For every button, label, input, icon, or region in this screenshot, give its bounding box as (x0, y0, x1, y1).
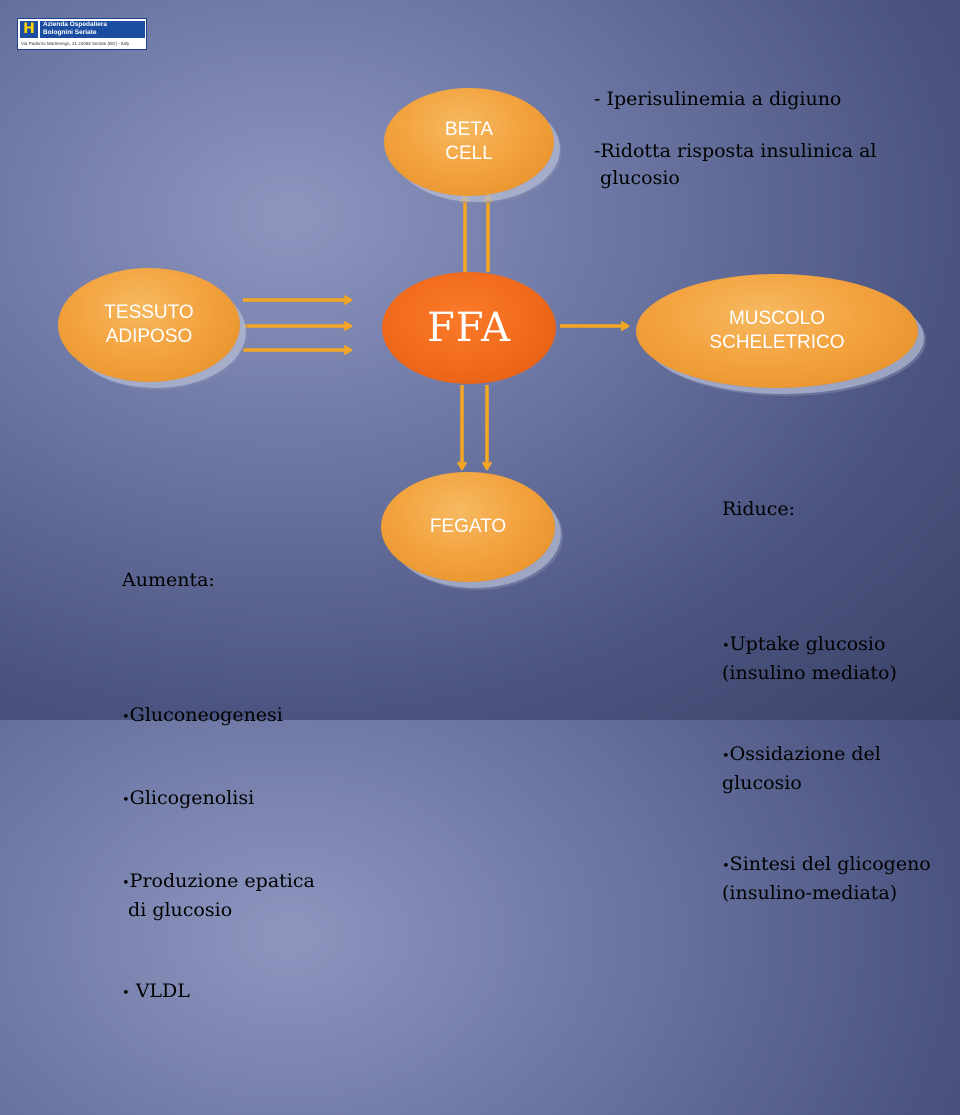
node-beta-cell: BETA CELL (384, 88, 554, 196)
muscle-effect-item: Sintesi del glicogeno (insulino-mediata) (722, 851, 931, 907)
beta-note-2: -Ridotta risposta insulinica al glucosio (594, 140, 877, 189)
liver-effect-item: Produzione epatica di glucosio (122, 868, 315, 924)
node-ffa: FFA (382, 272, 556, 384)
muscle-effect-item: Ossidazione del glucosio (722, 741, 931, 797)
hospital-logo: H Azienda Ospedaliera Bolognini Seriate … (17, 18, 147, 50)
arrows-layer (243, 0, 960, 720)
logo-line-1: Azienda Ospedaliera (43, 21, 107, 28)
muscle-effects-heading: Riduce: (722, 498, 796, 520)
node-fegato: FEGATO (381, 472, 555, 582)
liver-effect-item: Glicogenolisi (122, 785, 315, 814)
slide: H Azienda Ospedaliera Bolognini Seriate … (0, 0, 960, 720)
muscle-effect-item: Uptake glucosio (insulino mediato) (722, 631, 931, 687)
beta-note-1: - Iperisulinemia a digiuno (594, 88, 842, 110)
liver-effects-heading: Aumenta: (122, 569, 215, 591)
liver-effect-item: VLDL (122, 978, 315, 1007)
muscle-effects: Riduce: Uptake glucosio (insulino mediat… (722, 442, 931, 1015)
logo-h-icon: H (20, 21, 38, 38)
muscle-effects-list: Uptake glucosio (insulino mediato) Ossid… (722, 577, 931, 961)
logo-line-2: Bolognini Seriate (43, 29, 97, 36)
logo-band: Azienda Ospedaliera Bolognini Seriate (40, 21, 145, 38)
node-tessuto-adiposo: TESSUTO ADIPOSO (58, 268, 240, 382)
liver-effects-list: Gluconeogenesi Glicogenolisi Produzione … (122, 648, 315, 1061)
node-muscolo-scheletrico: MUSCOLO SCHELETRICO (636, 274, 918, 388)
logo-address: Via Paderno Martinengo, 21 24068 Seriate… (21, 41, 130, 46)
liver-effects: Aumenta: Gluconeogenesi Glicogenolisi Pr… (122, 513, 315, 1115)
liver-effect-item: Gluconeogenesi (122, 702, 315, 731)
